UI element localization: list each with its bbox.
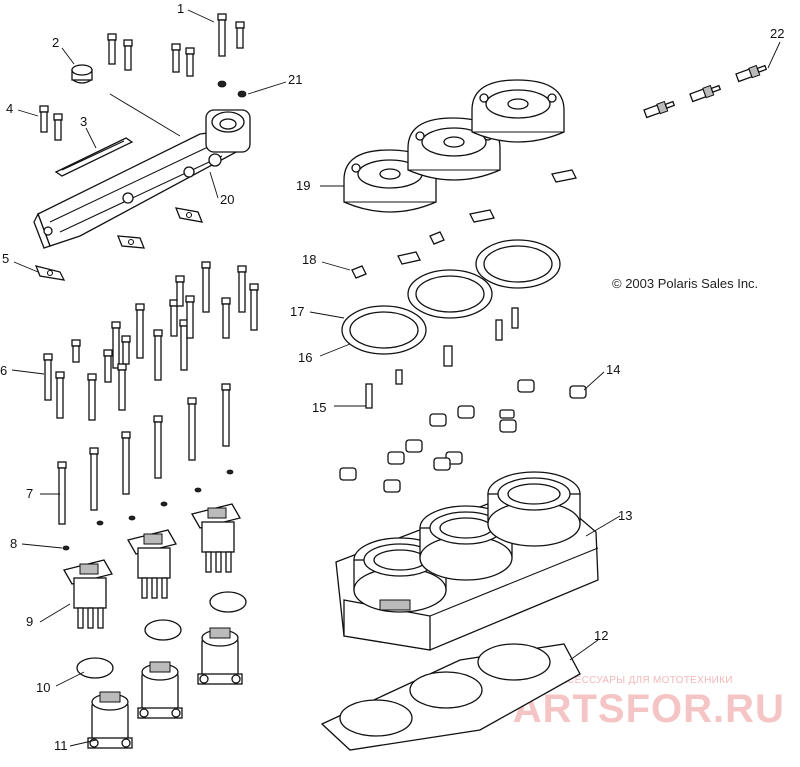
water-manifold	[33, 93, 251, 249]
callout-1: 1	[177, 1, 184, 16]
washers-8	[62, 469, 234, 551]
callout-19: 19	[296, 178, 310, 193]
callout-13: 13	[618, 508, 632, 523]
callout-9: 9	[26, 614, 33, 629]
bolts-group-6	[43, 261, 259, 421]
base-gasket	[320, 643, 581, 751]
callout-17: 17	[290, 304, 304, 319]
dowel-pins	[365, 307, 519, 409]
callout-3: 3	[80, 114, 87, 129]
callout-6: 6	[0, 363, 7, 378]
head-bolts-top	[107, 13, 245, 77]
callout-2: 2	[52, 35, 59, 50]
callout-12: 12	[594, 628, 608, 643]
head-clips	[351, 169, 577, 279]
callout-5: 5	[2, 251, 9, 266]
callout-20: 20	[220, 192, 234, 207]
callout-10: 10	[36, 680, 50, 695]
callout-18: 18	[302, 252, 316, 267]
callout-14: 14	[606, 362, 620, 377]
small-gaskets	[34, 207, 204, 281]
studs-group-7	[57, 383, 231, 525]
cap-nuts	[339, 379, 587, 493]
copyright-notice: © 2003 Polaris Sales Inc.	[612, 276, 758, 291]
valve-actuators	[87, 627, 243, 749]
callout-7: 7	[26, 486, 33, 501]
cylinder-heads	[343, 79, 565, 213]
callout-16: 16	[298, 350, 312, 365]
callout-labels: 1 2 3 4 5 6 7 8 9 10 11 12 13 14 15 16 1…	[0, 1, 784, 753]
callout-22: 22	[770, 26, 784, 41]
short-studs	[39, 105, 63, 141]
leader-lines	[11, 9, 781, 747]
plug-cap	[71, 64, 93, 84]
callout-21: 21	[288, 72, 302, 87]
cylinder-block	[335, 471, 599, 651]
exhaust-valve-housings	[63, 503, 241, 629]
callout-15: 15	[312, 400, 326, 415]
callout-11: 11	[54, 738, 68, 753]
callout-4: 4	[6, 101, 13, 116]
watermark-tagline: ЗАПЧАСТИ И АКСЕССУАРЫ ДЛЯ МОТОТЕХНИКИ	[485, 675, 733, 686]
gasket-strip	[54, 137, 134, 177]
head-gaskets	[341, 239, 561, 355]
washers-21	[217, 80, 247, 98]
o-rings	[76, 591, 247, 679]
callout-8: 8	[10, 536, 17, 551]
spark-plugs	[643, 64, 768, 119]
